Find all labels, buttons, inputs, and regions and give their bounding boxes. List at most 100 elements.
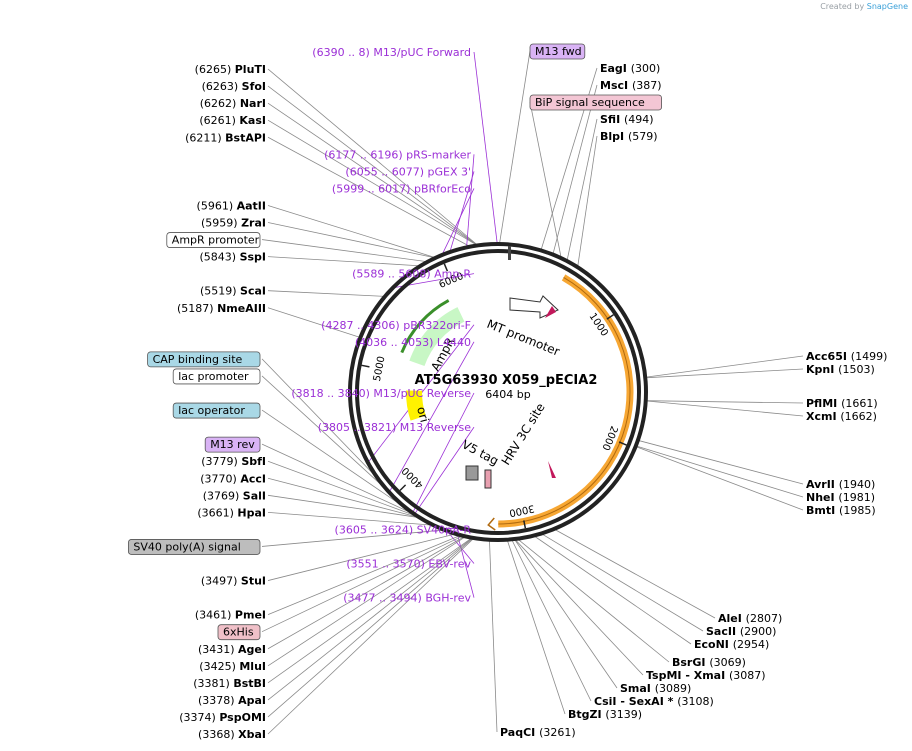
enzyme-position: (1985) (839, 504, 876, 517)
site-label-sv40pa-r[interactable]: (3605 .. 3624) SV40pA-R (335, 523, 472, 536)
site-label-eagi[interactable]: EagI (300) (600, 62, 660, 75)
site-label-paqci[interactable]: PaqCI (3261) (500, 726, 576, 739)
site-label-nmeaiii[interactable]: (5187) NmeAIII (177, 302, 266, 315)
enzyme-position: (494) (624, 113, 654, 126)
enzyme-text: (3431) AgeI (198, 643, 266, 656)
connector-line (645, 400, 804, 417)
feature-name: SV40 poly(A) signal (133, 540, 240, 553)
site-label-bip-signal-sequence[interactable]: BiP signal sequence (529, 94, 663, 111)
site-label-m13-puc-forward[interactable]: (6390 .. 8) M13/pUC Forward (312, 46, 471, 59)
enzyme-name: BlpI (600, 130, 628, 143)
primer-name: pRS-marker (406, 148, 471, 161)
primer-range: (3818 .. 3840) (291, 387, 373, 400)
connector-line (517, 538, 670, 663)
site-label-tspmi-xmai[interactable]: TspMI - XmaI (3087) (646, 669, 766, 682)
site-label-alei[interactable]: AleI (2807) (718, 612, 782, 625)
site-label-sv40-poly-a-signal[interactable]: SV40 poly(A) signal (127, 539, 261, 555)
site-label-nhei[interactable]: NheI (1981) (806, 491, 875, 504)
primer-text: (6055 .. 6077) pGEX 3' (345, 165, 471, 178)
enzyme-text: EagI (300) (600, 62, 660, 75)
site-label-bmti[interactable]: BmtI (1985) (806, 504, 876, 517)
enzyme-text: SacII (2900) (706, 625, 776, 638)
primer-text: (3818 .. 3840) M13/pUC Reverse (291, 387, 471, 400)
site-label-ebv-rev[interactable]: (3551 .. 3570) EBV-rev (346, 558, 471, 571)
site-label-ampr-promoter[interactable]: AmpR promoter (166, 232, 261, 248)
enzyme-position: (3661) (197, 506, 237, 519)
site-label-btgzi[interactable]: BtgZI (3139) (568, 708, 642, 721)
enzyme-position: (3779) (201, 455, 241, 468)
site-label-lac-promoter[interactable]: lac promoter (172, 368, 261, 385)
site-label-pmei[interactable]: (3461) PmeI (195, 609, 266, 622)
site-label-agei[interactable]: (3431) AgeI (198, 643, 266, 656)
site-label-aatii[interactable]: (5961) AatII (197, 199, 266, 212)
site-label-stui[interactable]: (3497) StuI (201, 575, 266, 588)
site-label-m13-rev[interactable]: M13 rev (204, 436, 261, 453)
site-label-mlui[interactable]: (3425) MluI (199, 660, 266, 673)
site-label-econi[interactable]: EcoNI (2954) (694, 638, 769, 651)
site-label-lac-operator[interactable]: lac operator (172, 402, 261, 419)
site-label-pspomi[interactable]: (3374) PspOMI (179, 711, 266, 724)
site-label-m13-puc-reverse[interactable]: (3818 .. 3840) M13/pUC Reverse (291, 387, 471, 400)
feature-box (172, 368, 261, 385)
connector-line (466, 154, 475, 248)
enzyme-text: (3769) SalI (203, 489, 266, 502)
site-label-cap-binding-site[interactable]: CAP binding site (147, 351, 261, 368)
primer-name: pGEX 3' (427, 165, 471, 178)
site-label-bsrgi[interactable]: BsrGI (3069) (672, 656, 746, 669)
connector-line (566, 118, 598, 262)
site-label-acc65i[interactable]: Acc65I (1499) (806, 350, 887, 363)
site-label-sfoi[interactable]: (6263) SfoI (202, 80, 266, 93)
site-label-pbr322ori-f[interactable]: (4287 .. 4306) pBR322ori-F (321, 319, 471, 332)
feature-name: BiP signal sequence (535, 96, 645, 109)
connector-line (267, 256, 421, 267)
site-label-sali[interactable]: (3769) SalI (203, 489, 266, 502)
site-label-m13-fwd[interactable]: M13 fwd (529, 43, 586, 60)
site-label-xbai[interactable]: (3368) XbaI (198, 728, 266, 741)
site-label-nari[interactable]: (6262) NarI (200, 97, 266, 110)
enzyme-text: PaqCI (3261) (500, 726, 576, 739)
site-label-pgex-3-[interactable]: (6055 .. 6077) pGEX 3' (345, 165, 471, 178)
site-label-kpni[interactable]: KpnI (1503) (806, 363, 875, 376)
site-label-blpi[interactable]: BlpI (579) (600, 130, 658, 143)
enzyme-position: (579) (628, 130, 658, 143)
site-label-msci[interactable]: MscI (387) (600, 79, 662, 92)
site-label-bstbi[interactable]: (3381) BstBI (193, 677, 266, 690)
enzyme-position: (3368) (198, 728, 238, 741)
site-label-sspi[interactable]: (5843) SspI (199, 251, 266, 264)
site-label-prs-marker[interactable]: (6177 .. 6196) pRS-marker (324, 148, 471, 161)
ampr-arrow (409, 307, 465, 367)
site-label-sbfi[interactable]: (3779) SbfI (201, 455, 266, 468)
site-label-scai[interactable]: (5519) ScaI (200, 285, 266, 298)
site-label-apai[interactable]: (3378) ApaI (198, 694, 266, 707)
site-label-sacii[interactable]: SacII (2900) (706, 625, 776, 638)
enzyme-position: (5843) (199, 251, 239, 264)
site-label-6xhis[interactable]: 6xHis (217, 624, 261, 641)
enzyme-name: SspI (240, 251, 266, 264)
connector-line (412, 392, 475, 514)
connector-line (267, 307, 361, 338)
site-label-bstapi[interactable]: (6211) BstAPI (185, 131, 266, 144)
site-label-l4440[interactable]: (4036 .. 4053) L4440 (355, 336, 471, 349)
primer-name: pBR322ori-F (403, 319, 471, 332)
enzyme-position: (3261) (539, 726, 576, 739)
hrv-3c-marker (548, 461, 556, 478)
site-label-m13-reverse[interactable]: (3805 .. 3821) M13 Reverse (318, 421, 471, 434)
site-label-acci[interactable]: (3770) AccI (200, 472, 266, 485)
primer-text: (3551 .. 3570) EBV-rev (346, 558, 471, 571)
site-label-xcmi[interactable]: XcmI (1662) (806, 410, 877, 423)
primer-range: (3477 .. 3494) (343, 592, 425, 605)
site-label-csii-sexai-[interactable]: CsiI - SexAI * (3108) (594, 695, 714, 708)
enzyme-text: (6261) KasI (199, 114, 266, 127)
site-label-amp-r[interactable]: (5589 .. 5608) Amp-R (352, 268, 471, 281)
site-label-kasi[interactable]: (6261) KasI (199, 114, 266, 127)
site-label-pbrforeco[interactable]: (5999 .. 6017) pBRforEco (332, 182, 471, 195)
site-label-smai[interactable]: SmaI (3089) (620, 682, 691, 695)
connector-line (267, 494, 420, 519)
site-label-pluti[interactable]: (6265) PluTI (195, 63, 266, 76)
site-label-hpai[interactable]: (3661) HpaI (197, 506, 266, 519)
site-label-avrii[interactable]: AvrII (1940) (806, 478, 875, 491)
site-label-pflmi[interactable]: PflMI (1661) (806, 397, 878, 410)
site-label-zrai[interactable]: (5959) ZraI (201, 217, 266, 230)
site-label-bgh-rev[interactable]: (3477 .. 3494) BGH-rev (343, 592, 471, 605)
site-label-sfii[interactable]: SfiI (494) (600, 113, 654, 126)
